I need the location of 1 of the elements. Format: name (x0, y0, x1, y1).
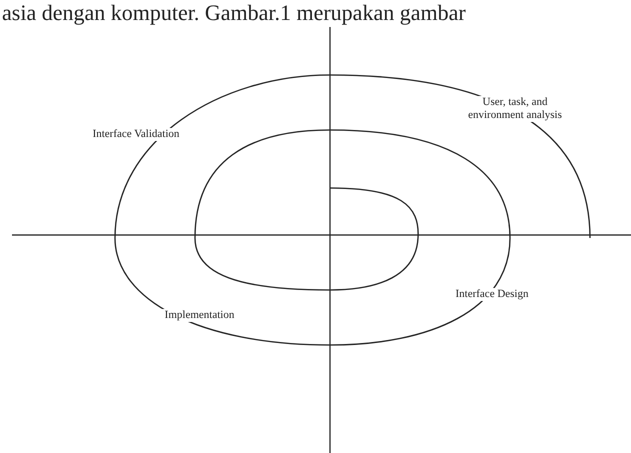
running-text: asia dengan komputer. Gambar.1 merupakan gambar (1, 0, 467, 25)
